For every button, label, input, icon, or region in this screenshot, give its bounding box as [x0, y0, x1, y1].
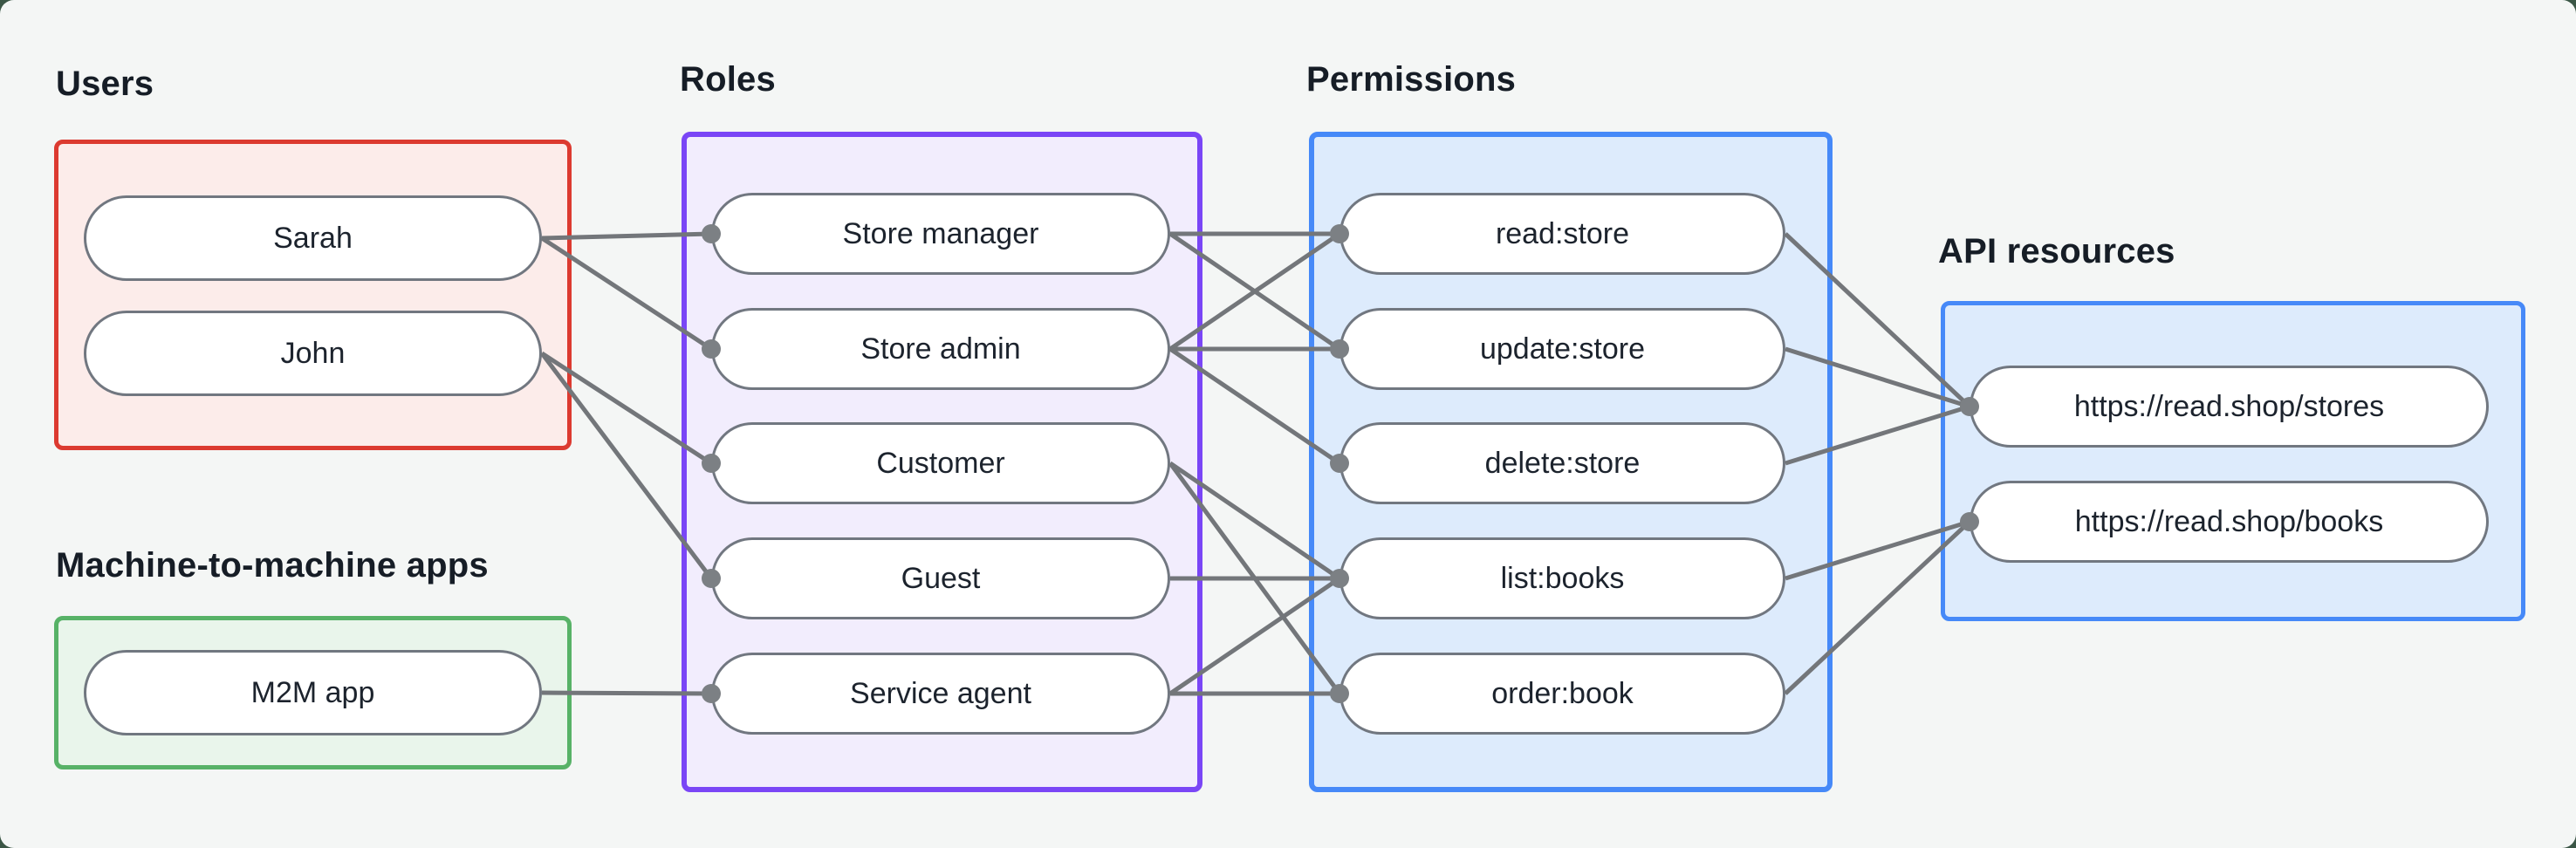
role-node-guest: Guest	[711, 537, 1170, 619]
permission-node-read-store: read:store	[1339, 193, 1785, 275]
users-group-label: Users	[56, 65, 154, 103]
role-node-store-admin: Store admin	[711, 308, 1170, 390]
role-node-service-agent: Service agent	[711, 653, 1170, 735]
user-node-sarah: Sarah	[84, 195, 542, 281]
permission-node-update-store: update:store	[1339, 308, 1785, 390]
role-node-store-manager: Store manager	[711, 193, 1170, 275]
user-node-john: John	[84, 311, 542, 396]
api-resources-group-box	[1941, 301, 2525, 621]
permission-node-order-book: order:book	[1339, 653, 1785, 735]
api-resource-node-stores: https://read.shop/stores	[1970, 366, 2489, 448]
api-resources-group-label: API resources	[1938, 232, 2175, 270]
role-node-customer: Customer	[711, 422, 1170, 504]
m2m-apps-group-label: Machine-to-machine apps	[56, 546, 489, 585]
roles-group-label: Roles	[680, 60, 776, 99]
permissions-group-label: Permissions	[1306, 60, 1517, 99]
m2m-app-node: M2M app	[84, 650, 542, 735]
users-group-box	[54, 140, 572, 450]
api-resource-node-books: https://read.shop/books	[1970, 481, 2489, 563]
permission-node-list-books: list:books	[1339, 537, 1785, 619]
permission-node-delete-store: delete:store	[1339, 422, 1785, 504]
